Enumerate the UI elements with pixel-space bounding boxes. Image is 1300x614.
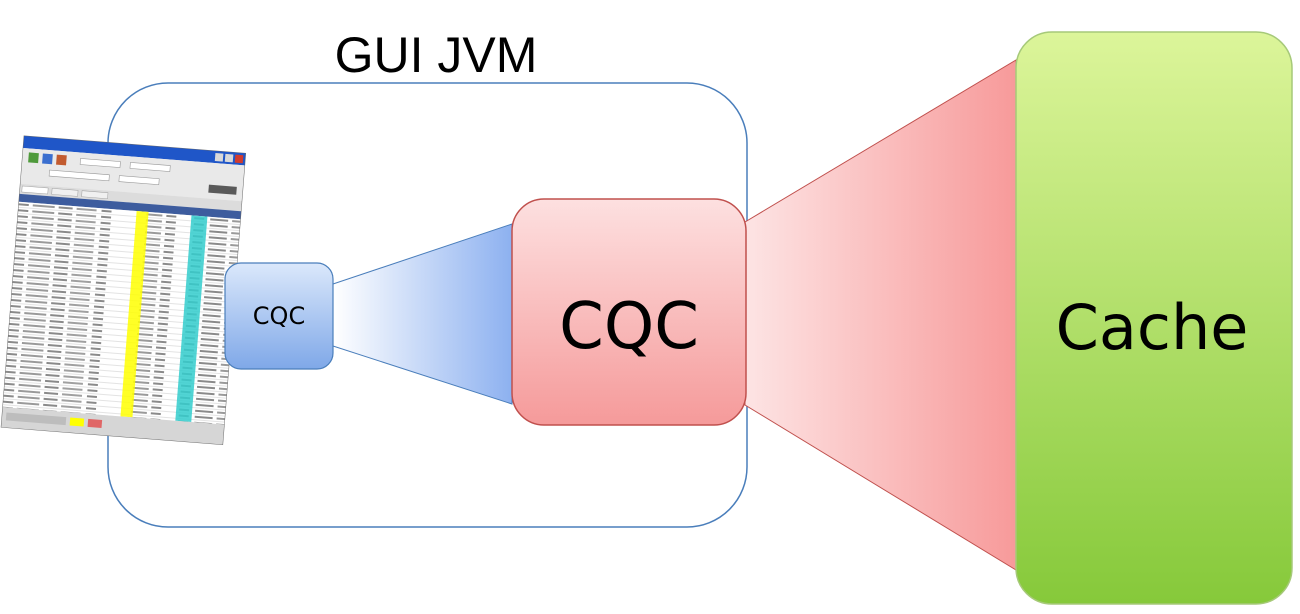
large-cqc-node bbox=[511, 198, 747, 426]
container-title: GUI JVM bbox=[335, 27, 538, 83]
large-cqc-label: CQC bbox=[559, 290, 699, 364]
small-cqc-label: CQC bbox=[253, 302, 305, 330]
small-cqc-node bbox=[224, 262, 334, 370]
cache-label: Cache bbox=[1056, 291, 1249, 364]
cache-node bbox=[1015, 31, 1293, 605]
spreadsheet-window-icon bbox=[0, 135, 247, 446]
red-funnel-connector bbox=[744, 59, 1017, 571]
